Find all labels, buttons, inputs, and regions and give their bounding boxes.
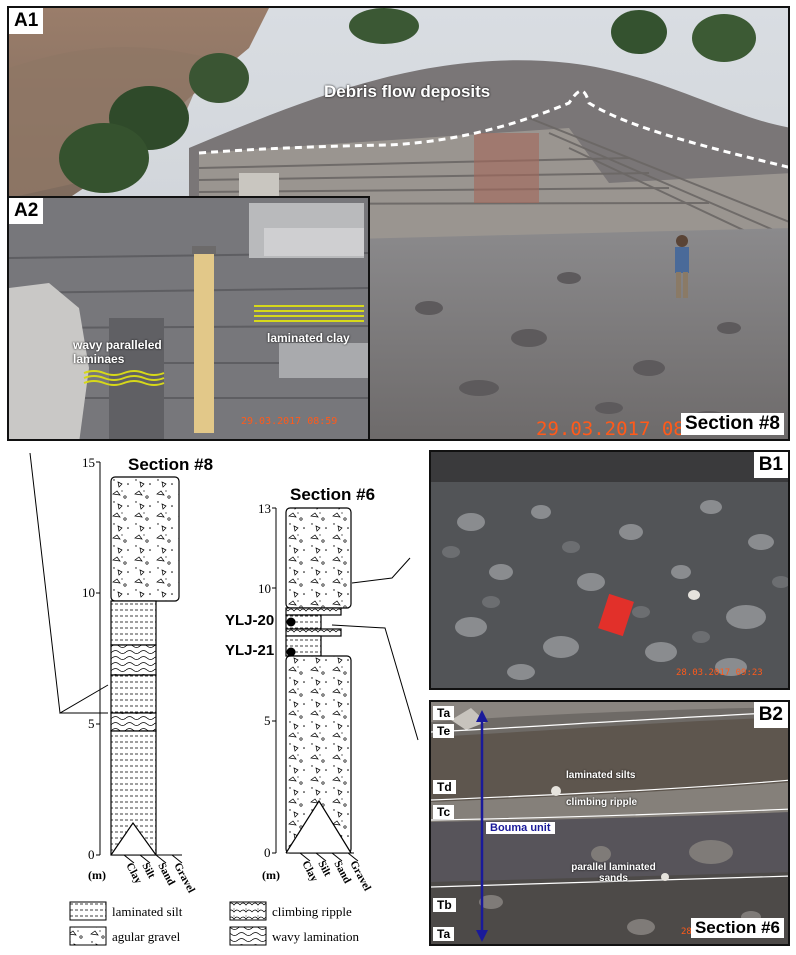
panel-b2-label: B2 [753,702,788,728]
legend-swatch-climbing-ripple [229,901,267,921]
a1-section-tag: Section #8 [680,413,784,435]
parallel-laminated-sands-annotation: parallel laminated sands [571,862,656,884]
b2-div-ta-top: Ta [433,706,455,720]
a2-outcrop-photo [9,198,368,439]
panel-a2-label: A2 [9,198,44,224]
debris-flow-annotation: Debris flow deposits [324,82,491,101]
legend-label-laminated-silt: laminated silt [112,904,183,919]
s8-tick-5: 5 [88,716,95,731]
climbing-ripple-annotation: climbing ripple [566,797,638,808]
a2-date-stamp: 29.03.2017 08:59 [241,416,338,427]
legend: laminated silt agular gravel climbing ri… [69,901,360,946]
notebook-scale [598,593,634,637]
s6-tick-0: 0 [264,845,271,860]
sample-ylj-20-label: YLJ-20 [225,612,275,629]
s8-tick-15: 15 [82,455,95,470]
s6-tick-10: 10 [258,581,271,596]
s8-tick-0: 0 [88,847,95,862]
s8-tick-10: 10 [82,585,95,600]
legend-label-climbing-ripple: climbing ripple [272,904,352,919]
b2-div-tc: Tc [433,805,455,819]
person-figure [675,235,689,298]
wavy-laminae-annotation: wavy paralleled laminaes [73,338,162,366]
sample-ylj-21-label: YLJ-21 [225,642,275,659]
legend-swatch-laminated-silt [69,901,107,921]
s8-unit: (m) [88,868,106,882]
b2-section-tag: Section #6 [690,918,784,938]
laminated-clay-annotation: laminated clay [267,331,350,345]
panel-b1: B1 28.03.2017 09:23 [429,450,790,690]
b1-gravel-photo [431,452,788,688]
b2-div-tb: Tb [433,898,456,912]
section-6-title: Section #6 [290,485,376,504]
b1-date-stamp: 28.03.2017 09:23 [676,668,763,678]
b2-div-ta-bottom: Ta [433,927,455,941]
legend-swatch-agular-gravel [69,926,107,946]
legend-swatch-wavy-lamination [229,926,267,946]
section-8-title: Section #8 [128,455,214,474]
s6-unit: (m) [262,868,280,882]
b2-div-te: Te [433,724,455,738]
panel-a2: A2 wavy paralleled laminaes laminated cl… [7,196,370,441]
bouma-unit-label: Bouma unit [486,822,555,834]
sample-ylj-20-marker [286,617,296,627]
s6-tick-13: 13 [258,501,271,516]
b2-date-stamp: 28 [681,927,692,937]
s6-tick-5: 5 [264,713,271,728]
legend-label-agular-gravel: agular gravel [112,929,181,944]
a1-date-stamp: 29.03.2017 08 [536,418,685,440]
panel-a1-label: A1 [9,8,44,34]
laminated-silts-annotation: laminated silts [566,770,636,781]
b2-bouma-photo [431,702,788,944]
sample-ylj-21-marker [286,647,296,657]
panel-b1-label: B1 [753,452,788,478]
legend-label-wavy-lamination: wavy lamination [272,929,360,944]
panel-b2: B2 Ta Te Td Tc Tb Ta laminated silts cli… [429,700,790,946]
stratigraphic-columns: 15 10 5 0 (m) 13 10 5 0 (m) Clay Silt Sa… [29,452,419,946]
b2-div-td: Td [433,780,456,794]
